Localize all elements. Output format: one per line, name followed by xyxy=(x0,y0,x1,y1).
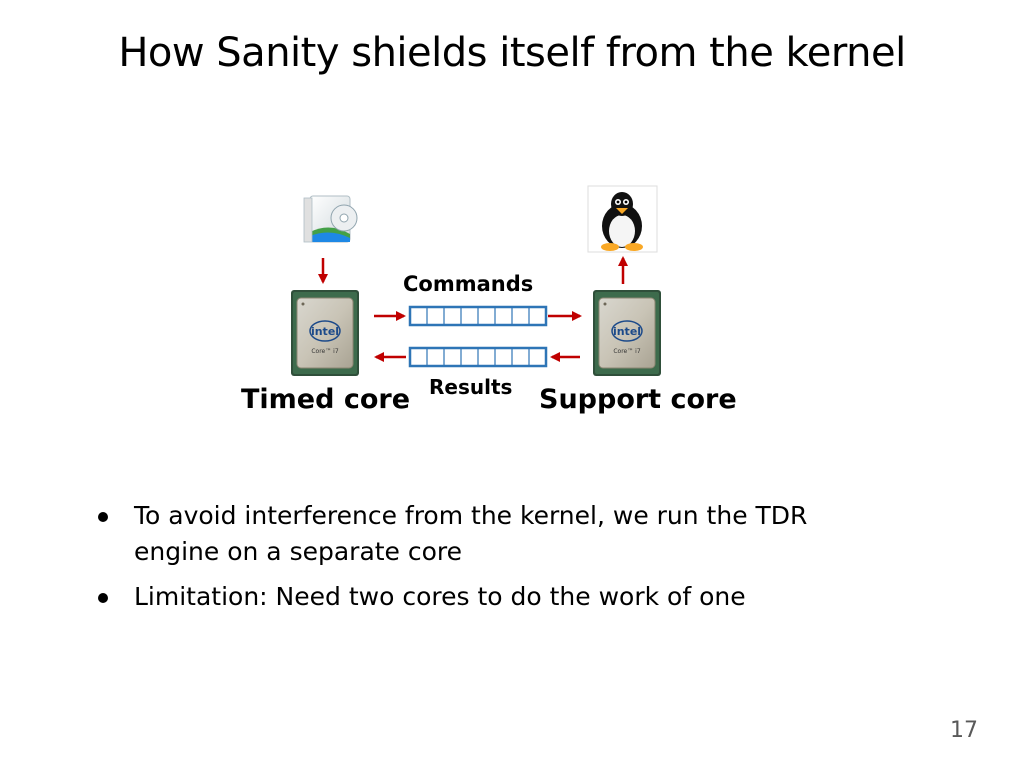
bullet-dot-icon xyxy=(98,593,108,603)
bullet-item: Limitation: Need two cores to do the wor… xyxy=(90,579,890,615)
support-core-chip-icon: intel Core™ i7 xyxy=(593,290,661,376)
chip-brand-text: intel xyxy=(311,325,339,338)
results-queue xyxy=(408,346,548,368)
page-number: 17 xyxy=(950,718,978,743)
slide-title: How Sanity shields itself from the kerne… xyxy=(118,30,906,76)
command-queue xyxy=(408,305,548,327)
timed-core-chip-icon: intel Core™ i7 xyxy=(291,290,359,376)
chip-model-text: Core™ i7 xyxy=(613,348,640,355)
bullet-text: Limitation: Need two cores to do the wor… xyxy=(134,582,746,611)
software-box-icon xyxy=(303,195,358,243)
bullet-list: To avoid interference from the kernel, w… xyxy=(90,498,890,624)
bullet-dot-icon xyxy=(98,512,108,522)
chip-model-text: Core™ i7 xyxy=(311,348,338,355)
commands-label: Commands xyxy=(403,272,534,296)
support-core-label: Support core xyxy=(539,384,737,415)
timed-core-label: Timed core xyxy=(241,384,411,415)
bullet-item: To avoid interference from the kernel, w… xyxy=(90,498,890,570)
bullet-text: To avoid interference from the kernel, w… xyxy=(134,501,808,566)
linux-penguin-icon xyxy=(587,185,658,253)
chip-brand-text: intel xyxy=(613,325,641,338)
results-label: Results xyxy=(429,375,513,399)
